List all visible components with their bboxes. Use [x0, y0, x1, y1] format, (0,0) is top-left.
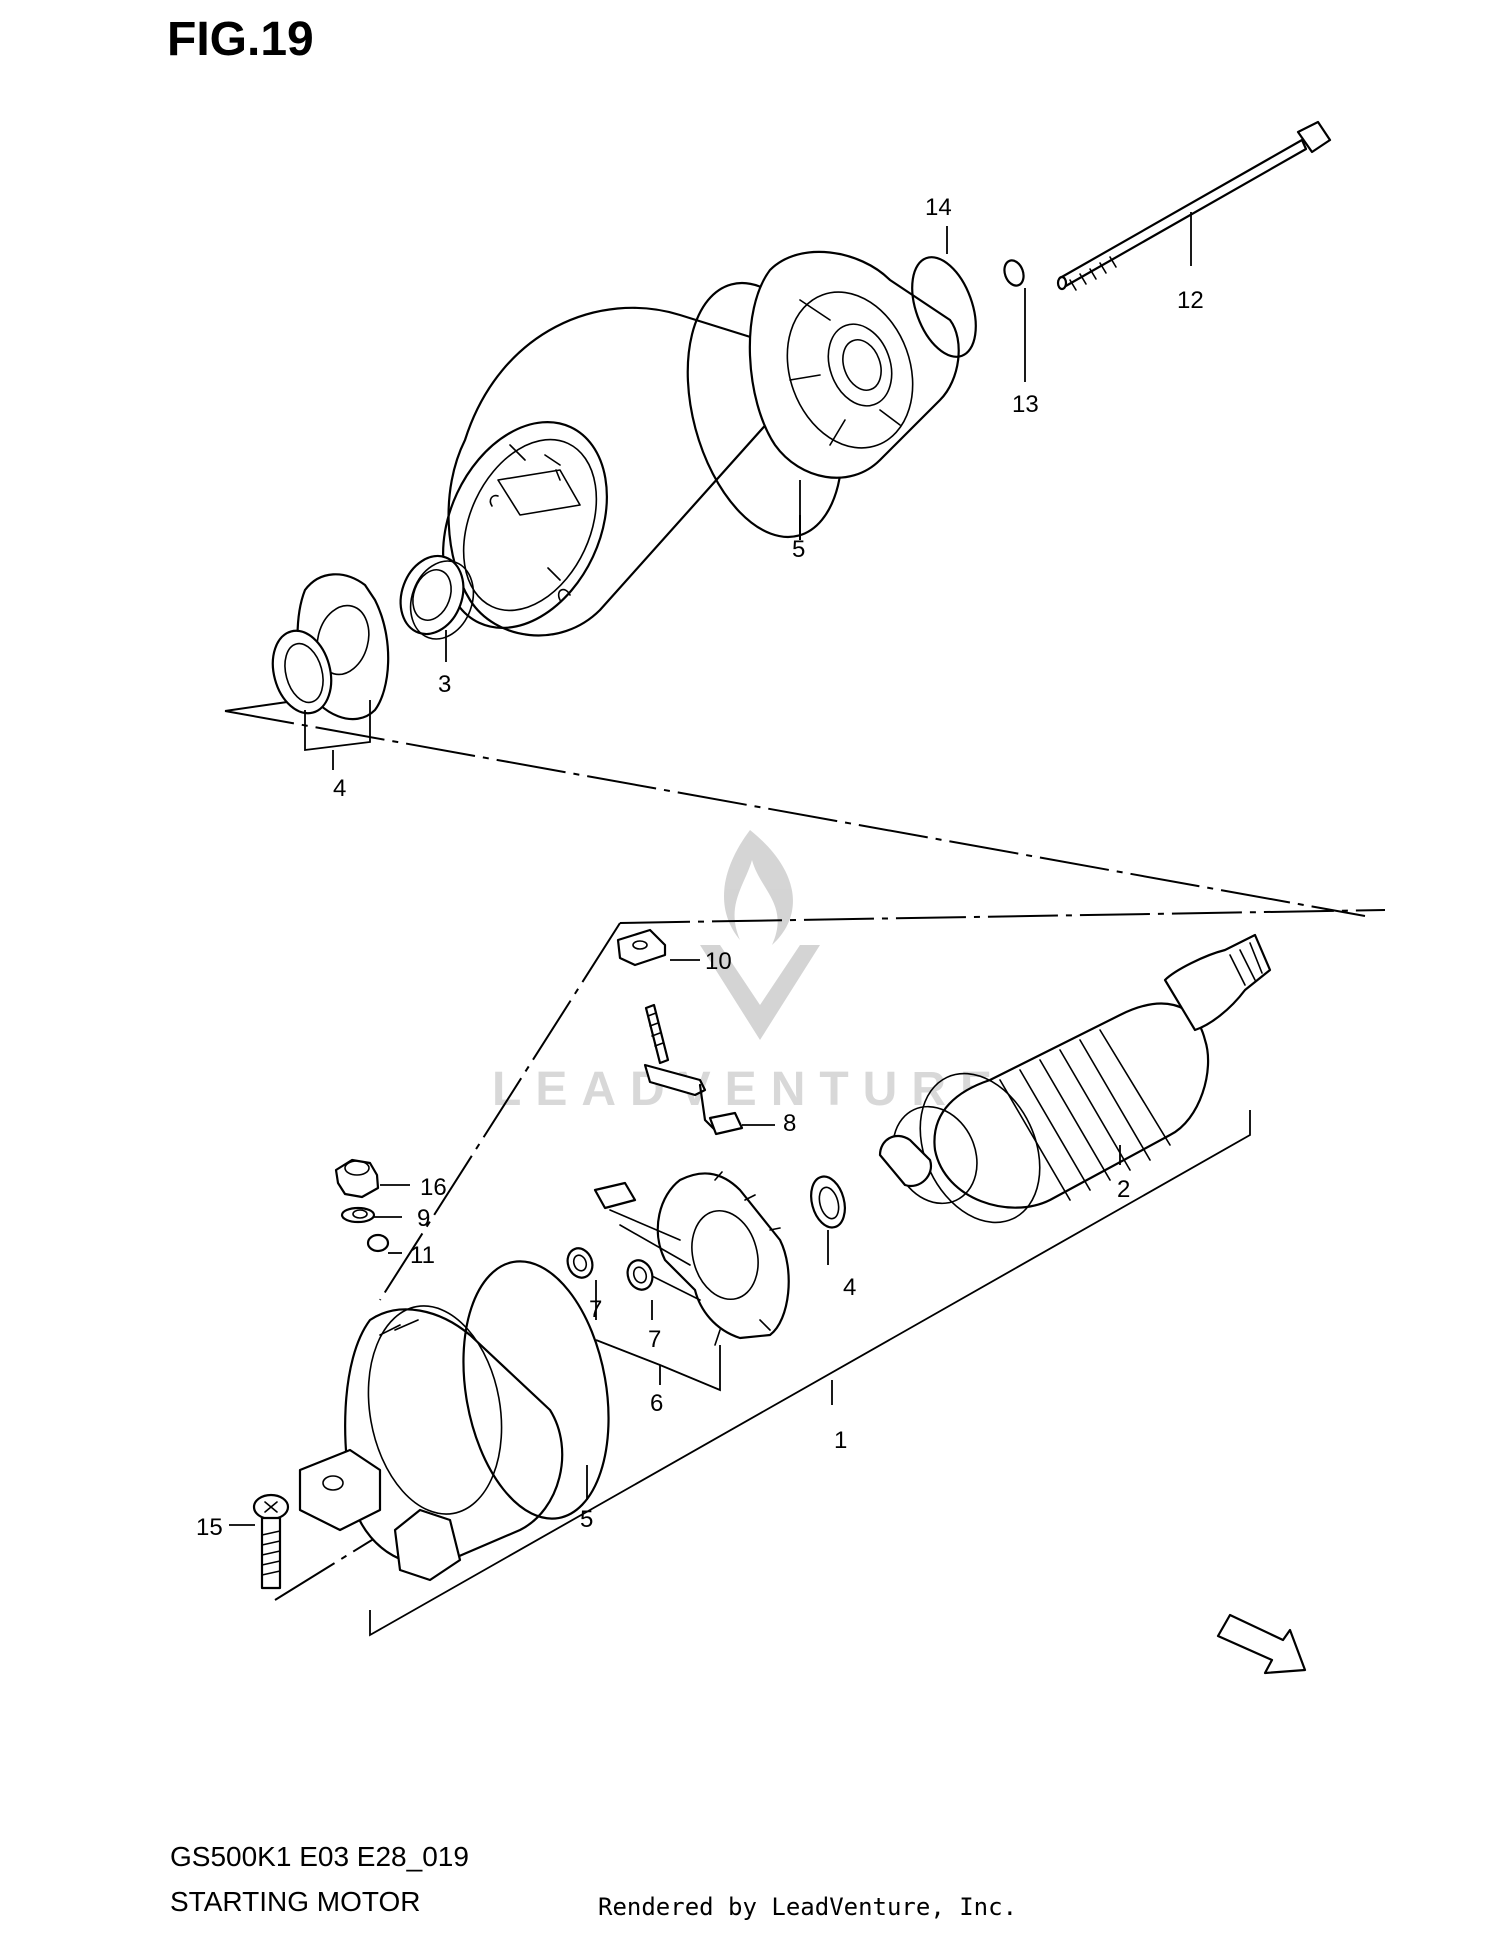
callout-14: 14	[925, 194, 952, 221]
callout-12: 12	[1177, 287, 1204, 314]
upper-section-plane	[224, 515, 1366, 917]
washer-4-small	[271, 629, 333, 715]
watermark-logo: LEADVENTURE	[492, 830, 1006, 1116]
terminal-clip-10	[616, 928, 667, 967]
nut-16	[334, 1158, 380, 1199]
callout-8: 8	[783, 1110, 796, 1137]
washer-13	[1003, 259, 1025, 287]
assembly-bracket-1	[369, 1110, 1251, 1637]
callout-11: 11	[410, 1242, 435, 1269]
washer-11	[366, 1233, 390, 1253]
through-bolt-12	[1056, 120, 1332, 291]
callout-10: 10	[705, 948, 732, 975]
armature-2	[878, 933, 1272, 1224]
brush-spring-7a	[566, 1247, 594, 1279]
callout-9: 9	[417, 1205, 430, 1232]
callout-4-upper: 4	[333, 775, 346, 802]
washer-4-lower	[810, 1175, 846, 1229]
fwd-direction-tag: FWD	[1216, 1613, 1307, 1675]
callout-2: 2	[1117, 1176, 1130, 1203]
callout-6: 6	[650, 1390, 663, 1417]
callout-16: 16	[420, 1174, 447, 1201]
motor-yoke	[442, 306, 786, 637]
screw-15	[252, 1493, 290, 1590]
callout-4-lower: 4	[843, 1274, 856, 1301]
leader-lines	[229, 212, 1192, 1526]
callout-7a: 7	[589, 1296, 602, 1323]
watermark-text: LEADVENTURE	[492, 1063, 1006, 1116]
end-housing	[748, 250, 960, 479]
terminal-bolt-8	[643, 1003, 744, 1136]
bearing-3	[399, 554, 475, 640]
lower-section-plane	[274, 909, 1386, 1601]
callout-7b: 7	[648, 1326, 661, 1353]
figure-title: FIG.19	[167, 13, 314, 66]
washer-9	[340, 1206, 376, 1224]
callout-labels: 1 2 3 4 4 5 5 6 7 7 8 9 10 11 12 13 14 1…	[196, 194, 1204, 1541]
callout-3: 3	[438, 671, 451, 698]
diagram-code: GS500K1 E03 E28_019	[170, 1841, 469, 1872]
callout-1: 1	[834, 1427, 847, 1454]
callout-13: 13	[1012, 391, 1039, 418]
callout-5-upper: 5	[792, 536, 805, 563]
render-credit: Rendered by LeadVenture, Inc.	[598, 1893, 1018, 1921]
o-ring-14	[911, 256, 977, 358]
callout-5-lower: 5	[580, 1506, 593, 1533]
brush-spring-7b	[626, 1259, 654, 1291]
brush-holder-6	[593, 1171, 790, 1346]
callout-15: 15	[196, 1514, 223, 1541]
commutator-end-cover	[298, 1305, 564, 1582]
o-ring-5-lower	[462, 1260, 610, 1520]
diagram-name: STARTING MOTOR	[170, 1886, 421, 1917]
